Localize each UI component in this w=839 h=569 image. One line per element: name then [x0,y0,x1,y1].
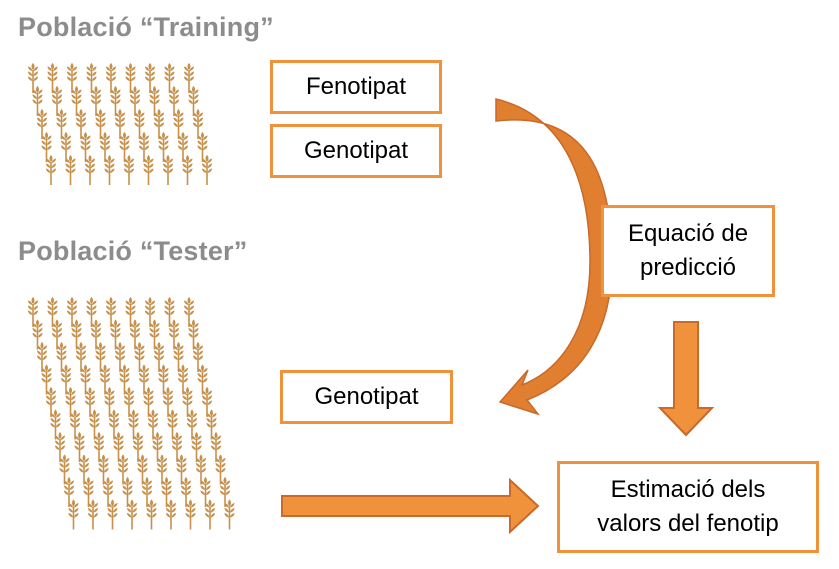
wheat-icon [106,498,119,531]
training-genotype-label: Genotipat [303,137,409,165]
curved-arrow-icon [495,98,613,416]
estimation-line1: Estimació dels [610,476,766,504]
training-phenotype-box: Fenotipat [270,60,442,114]
wheat-icon [123,154,135,186]
wheat-icon [45,154,57,186]
training-phenotype-label: Fenotipat [305,73,407,101]
wheat-icon [142,154,155,186]
wheat-icon [64,154,77,186]
wheat-icon [67,498,80,531]
right-arrow-icon [281,477,540,535]
estimation-box: Estimació dels valors del fenotip [557,461,819,553]
wheat-icon [181,154,194,186]
wheat-icon [184,498,197,531]
tester-wheat-field [27,296,236,531]
down-arrow-icon [657,321,715,437]
tester-genotype-label: Genotipat [314,383,419,411]
wheat-icon [84,154,96,186]
estimation-line2: valors del fenotip [597,510,779,537]
wheat-icon [103,154,116,186]
prediction-equation-line2: predicció [639,254,737,281]
wheat-icon [145,498,158,531]
prediction-equation-line1: Equació de [627,220,749,248]
tester-genotype-box: Genotipat [280,370,453,424]
wheat-icon [87,498,99,531]
wheat-icon [162,154,174,186]
training-wheat-field [27,62,213,186]
prediction-equation-box: Equació de predicció [601,205,775,297]
training-genotype-box: Genotipat [270,124,442,178]
wheat-icon [201,154,213,186]
wheat-icon [126,498,138,531]
tester-population-title: Població “Tester” [18,236,248,266]
wheat-icon [204,498,216,531]
training-population-title: Població “Training” [18,12,274,42]
wheat-icon [165,498,177,531]
wheat-icon [223,498,236,531]
